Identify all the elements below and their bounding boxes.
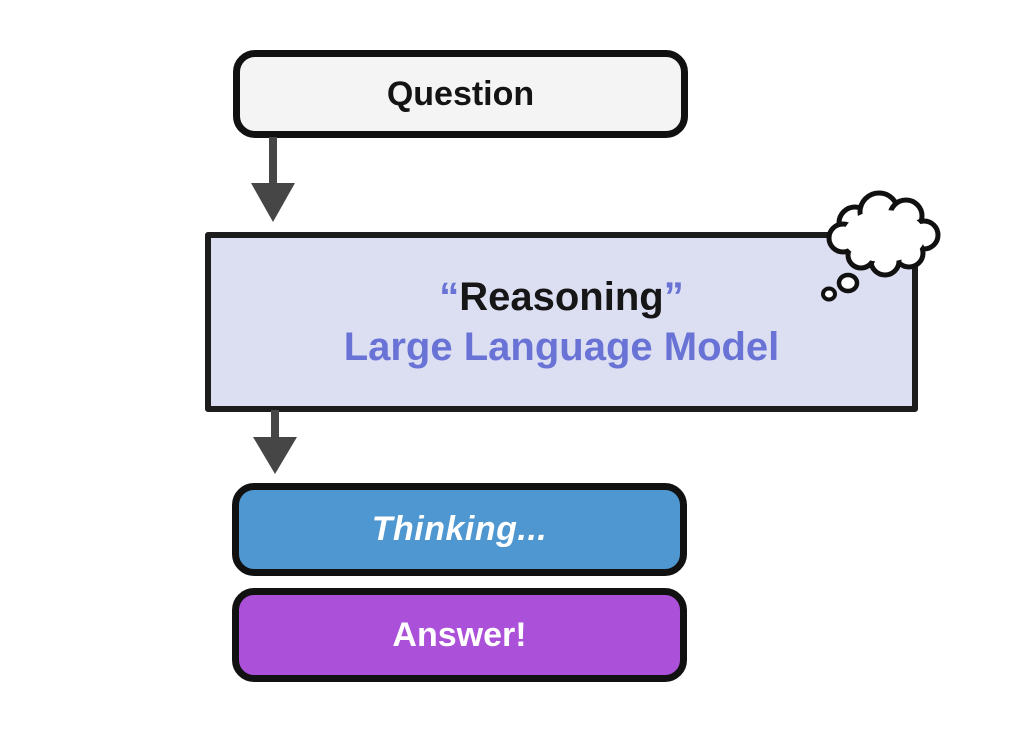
open-quote: “ [439,275,460,319]
close-quote: ” [663,275,684,319]
llm-title-line: “Reasoning” [439,273,683,321]
thought-trail-bubble-small [821,286,837,302]
thinking-box: Thinking... [232,483,687,576]
thinking-label: Thinking... [371,510,548,548]
thought-trail-bubble [836,272,860,294]
arrow-down-icon [251,137,295,222]
llm-box: “Reasoning” Large Language Model [205,232,918,412]
thought-cloud-body [843,210,925,262]
arrow-head [253,437,297,474]
question-box: Question [233,50,688,138]
arrow-shaft [271,410,279,442]
llm-title: Reasoning [459,275,664,319]
arrow-head [251,183,295,222]
arrow-shaft [269,137,277,189]
llm-subtitle: Large Language Model [343,325,780,369]
answer-box: Answer! [232,588,687,682]
arrow-down-icon [253,410,297,474]
thought-bubble-icon [821,190,941,302]
question-label: Question [386,74,535,113]
answer-label: Answer! [392,615,527,654]
